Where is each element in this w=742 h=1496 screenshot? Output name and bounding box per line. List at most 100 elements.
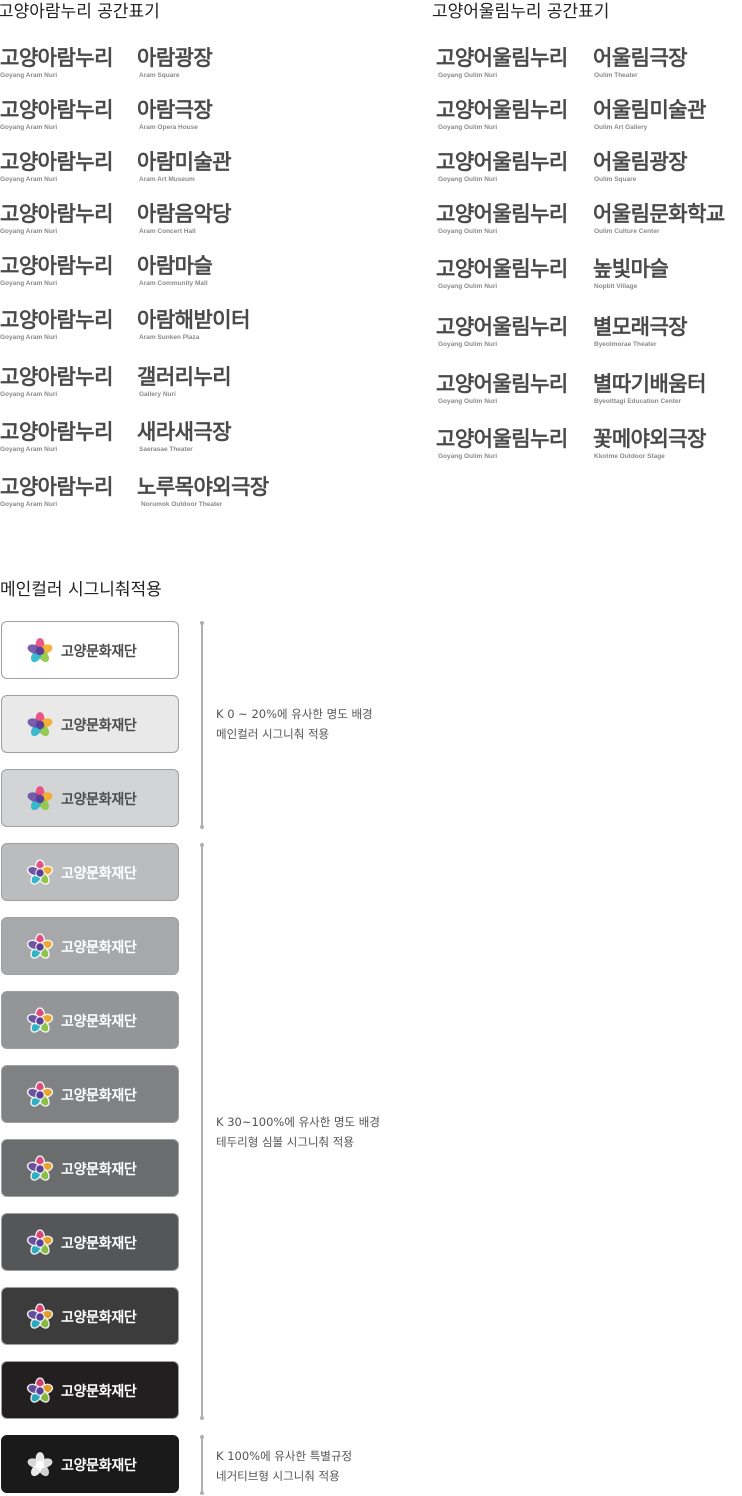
foundation-name: 고양문화재단	[61, 940, 137, 956]
place-name-en: Oulim Theater	[594, 72, 638, 79]
org-name-en: Goyang Aram Nuri	[0, 124, 58, 131]
place-name-en: Aram Square	[139, 72, 180, 79]
org-name-kr: 고양어울림누리	[436, 427, 568, 451]
signature-box: 고양문화재단	[1, 917, 179, 975]
flower-center	[35, 1386, 45, 1396]
org-name-en: Goyang Aram Nuri	[0, 280, 58, 287]
flower-center	[35, 1460, 45, 1470]
foundation-name: 고양문화재단	[61, 1162, 137, 1178]
note-line: K 0 ~ 20%에 유사한 명도 배경	[216, 707, 373, 721]
flower-symbol-icon	[26, 1155, 54, 1181]
place-name-en: Oulim Culture Center	[594, 228, 660, 235]
place-name-kr: 꽃메야외극장	[593, 427, 706, 451]
org-name-en: Goyang Aram Nuri	[0, 72, 58, 79]
place-name-kr: 아람광장	[137, 46, 213, 70]
org-name-en: Goyang Aram Nuri	[0, 334, 58, 341]
place-name-en: Nopbit Village	[594, 283, 638, 290]
flower-center	[35, 794, 45, 804]
foundation-name: 고양문화재단	[61, 1088, 137, 1104]
org-name-en: Goyang Aram Nuri	[0, 446, 58, 453]
flower-symbol-icon	[26, 1303, 54, 1329]
org-name-en: Goyang Aram Nuri	[0, 501, 58, 508]
signature-box: 고양문화재단	[1, 1361, 179, 1419]
org-name-kr: 고양아람누리	[0, 365, 113, 389]
flower-center	[35, 1016, 45, 1026]
place-name-kr: 갤러리누리	[137, 365, 232, 389]
signature-box: 고양문화재단	[1, 1213, 179, 1271]
place-name-kr: 어울림미술관	[593, 98, 706, 122]
flower-center	[35, 1238, 45, 1248]
place-name-en: Kkotme Outdoor Stage	[594, 453, 665, 460]
signature-section-title: 메인컬러 시그니춰적용	[0, 580, 162, 600]
org-name-kr: 고양어울림누리	[436, 46, 568, 70]
signature-box: 고양문화재단	[1, 621, 179, 679]
foundation-name: 고양문화재단	[61, 1236, 137, 1252]
org-name-en: Goyang Oulim Nuri	[438, 453, 498, 460]
signature-box: 고양문화재단	[1, 991, 179, 1049]
note-line: 테두리형 심볼 시그니춰 적용	[216, 1135, 354, 1149]
org-name-en: Goyang Oulim Nuri	[438, 72, 498, 79]
flower-center	[35, 646, 45, 656]
signature-box: 고양문화재단	[1, 695, 179, 753]
place-name-kr: 높빛마슬	[593, 257, 669, 281]
place-name-en: Aram Community Mall	[139, 280, 208, 287]
place-name-en: Oulim Square	[594, 176, 637, 183]
org-name-kr: 고양어울림누리	[436, 98, 568, 122]
flower-center	[35, 1164, 45, 1174]
org-name-kr: 고양아람누리	[0, 475, 113, 499]
org-name-kr: 고양아람누리	[0, 254, 113, 278]
place-name-kr: 별따기배움터	[593, 372, 706, 396]
place-name-kr: 새라새극장	[137, 420, 232, 444]
place-name-kr: 어울림문화학교	[593, 202, 725, 226]
flower-center	[35, 1312, 45, 1322]
org-name-kr: 고양어울림누리	[436, 257, 568, 281]
foundation-name: 고양문화재단	[61, 1458, 137, 1474]
place-name-en: Aram Art Museum	[139, 176, 195, 183]
place-name-kr: 어울림극장	[593, 46, 688, 70]
flower-symbol-icon	[26, 1229, 54, 1255]
org-name-kr: 고양아람누리	[0, 202, 113, 226]
org-name-kr: 고양아람누리	[0, 46, 113, 70]
org-name-en: Goyang Oulim Nuri	[438, 124, 498, 131]
org-name-kr: 고양아람누리	[0, 420, 113, 444]
note-line: K 30~100%에 유사한 명도 배경	[216, 1115, 380, 1129]
place-name-en: Byeolmorae Theater	[594, 341, 657, 348]
flower-symbol-icon	[26, 933, 54, 959]
flower-center	[35, 1090, 45, 1100]
place-name-en: Saerasae Theater	[139, 446, 193, 453]
flower-center	[35, 868, 45, 878]
flower-symbol-icon	[26, 859, 54, 885]
group-bracket-line	[200, 621, 204, 829]
signature-box: 고양문화재단	[1, 843, 179, 901]
place-name-kr: 아람마슬	[137, 254, 213, 278]
signature-box: 고양문화재단	[1, 1065, 179, 1123]
org-name-kr: 고양어울림누리	[436, 202, 568, 226]
place-name-en: Gallery Nuri	[139, 391, 176, 398]
flower-symbol-icon	[26, 1377, 54, 1403]
org-name-kr: 고양아람누리	[0, 98, 113, 122]
place-name-kr: 별모래극장	[593, 315, 688, 339]
oulim-section-title: 고양어울림누리 공간표기	[432, 2, 610, 22]
flower-symbol-icon	[27, 786, 53, 811]
signature-box: 고양문화재단	[1, 1287, 179, 1345]
place-name-kr: 어울림광장	[593, 150, 688, 174]
org-name-en: Goyang Oulim Nuri	[438, 398, 498, 405]
group-bracket-line	[200, 843, 204, 1420]
note-line: 네거티브형 시그니춰 적용	[216, 1469, 340, 1483]
flower-symbol-icon	[27, 1452, 53, 1477]
org-name-en: Goyang Aram Nuri	[0, 391, 58, 398]
foundation-name: 고양문화재단	[61, 1384, 137, 1400]
foundation-name: 고양문화재단	[61, 718, 137, 734]
org-name-en: Goyang Oulim Nuri	[438, 228, 498, 235]
org-name-en: Goyang Aram Nuri	[0, 176, 58, 183]
flower-symbol-icon	[26, 1007, 54, 1033]
flower-center	[35, 720, 45, 730]
place-name-en: Byeolttagi Education Center	[594, 398, 682, 405]
org-name-kr: 고양어울림누리	[436, 372, 568, 396]
flower-symbol-icon	[26, 1081, 54, 1107]
signature-box: 고양문화재단	[1, 769, 179, 827]
org-name-en: Goyang Oulim Nuri	[438, 176, 498, 183]
foundation-name: 고양문화재단	[61, 1310, 137, 1326]
